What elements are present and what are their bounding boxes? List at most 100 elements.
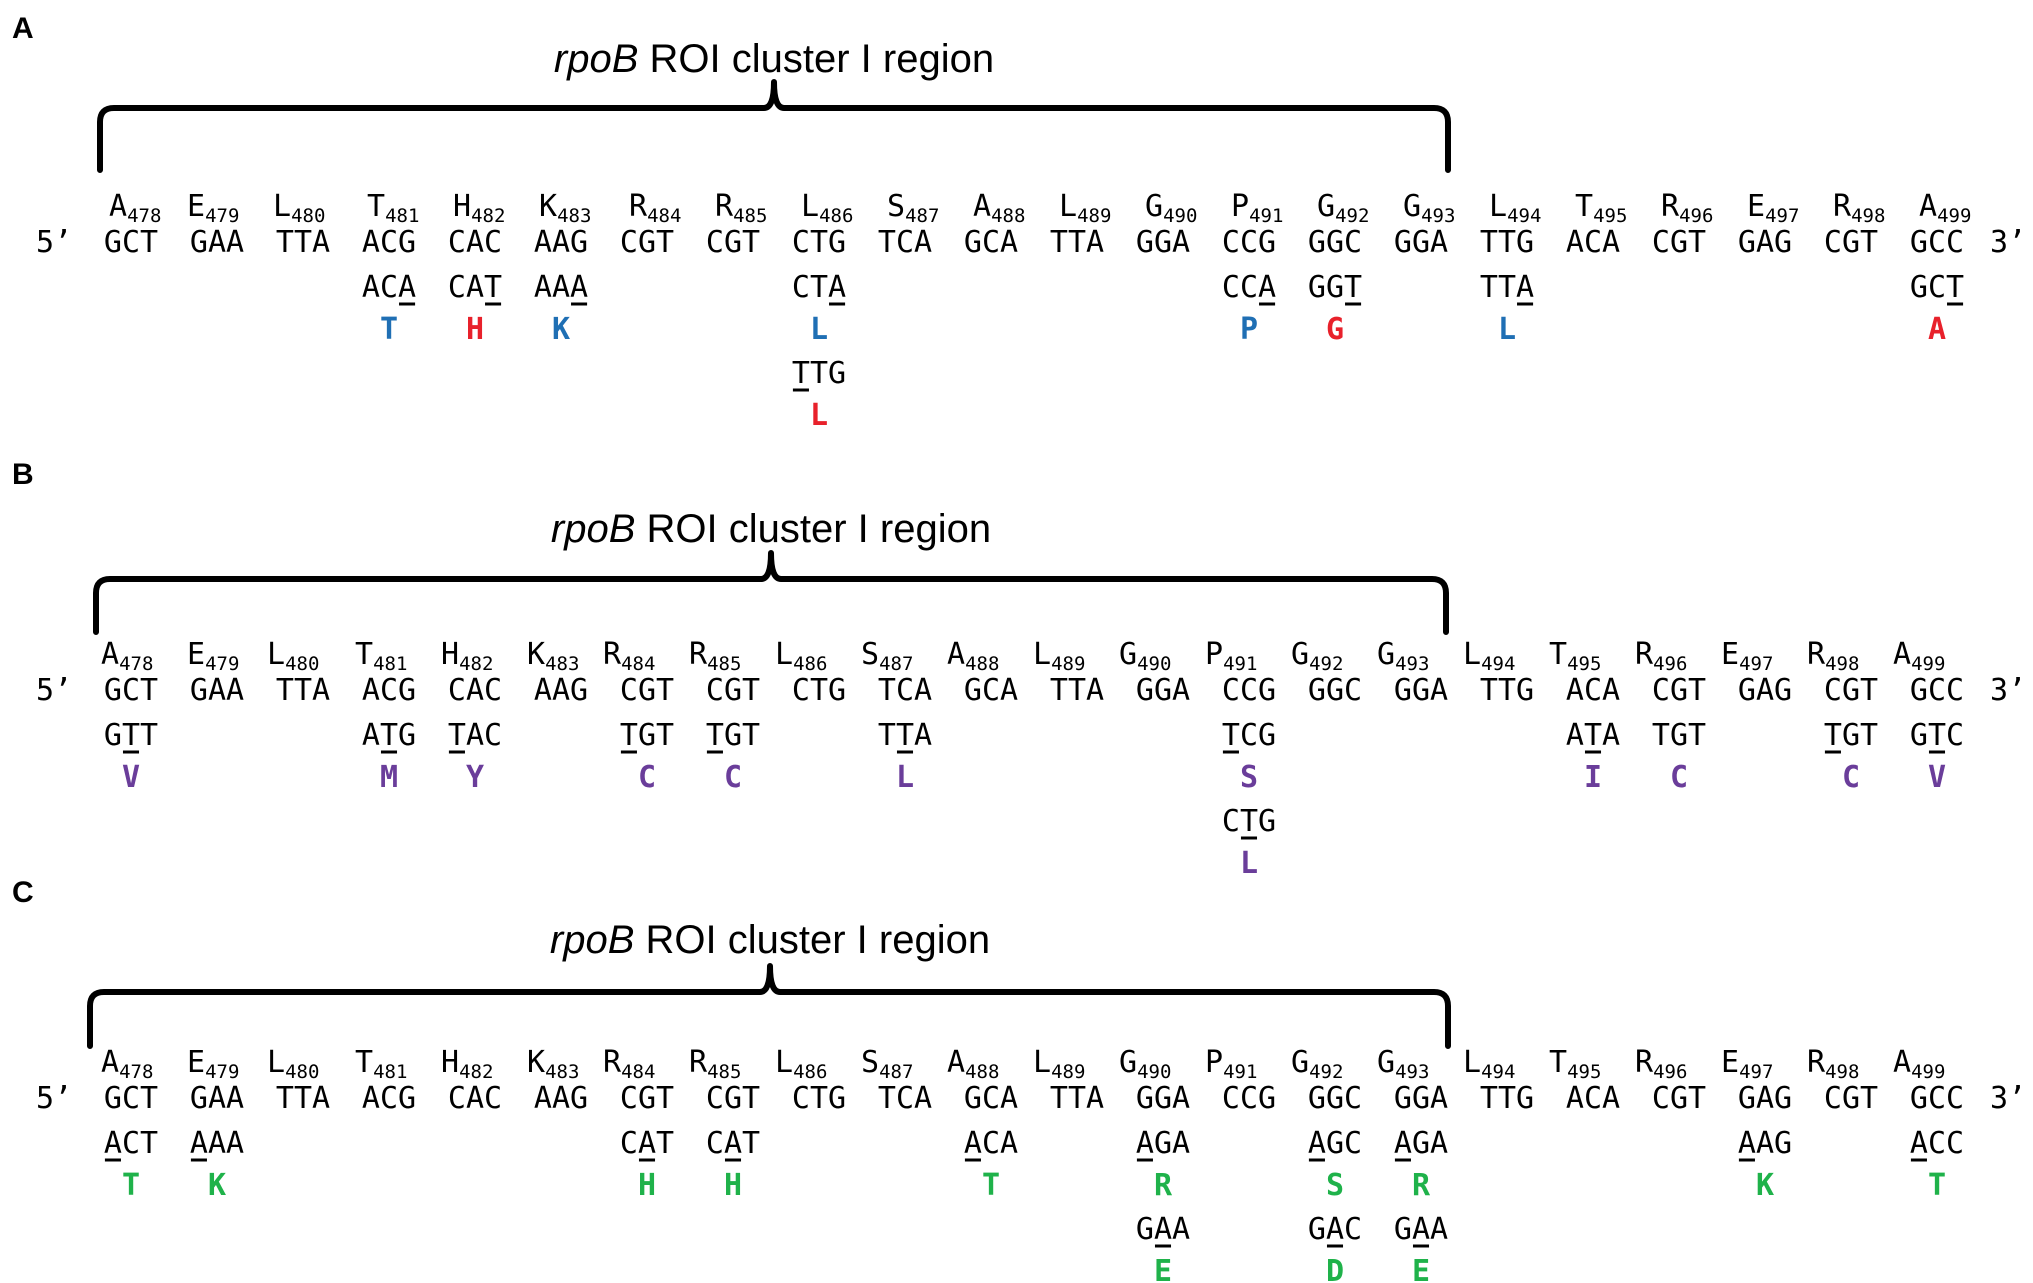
amino-acid-label: E497	[1747, 189, 1799, 227]
amino-acid-label: R496	[1635, 1045, 1687, 1083]
amino-acid-label: K483	[527, 1045, 579, 1083]
amino-acid-label: T481	[355, 1045, 407, 1083]
wildtype-codon: GGC	[1308, 673, 1362, 708]
amino-acid-label: R484	[603, 1045, 655, 1083]
mutant-codon: CTA	[792, 270, 846, 305]
mutant-amino-acid: H	[466, 312, 484, 347]
amino-acid-label: E479	[187, 1045, 239, 1083]
mutant-codon: AAG	[1738, 1126, 1792, 1161]
wildtype-codon: GAA	[190, 673, 244, 708]
amino-acid-label: P491	[1205, 637, 1257, 675]
amino-acid-label: R498	[1833, 189, 1885, 227]
wildtype-codon: GCC	[1910, 1081, 1964, 1116]
wildtype-codon: CGT	[1652, 673, 1706, 708]
amino-acid-label: L480	[267, 1045, 319, 1083]
wildtype-codon: GAG	[1738, 1081, 1792, 1116]
wildtype-codon: GGA	[1394, 673, 1448, 708]
amino-acid-label: G492	[1291, 1045, 1343, 1083]
gene-name: rpoB	[551, 507, 636, 551]
wildtype-codon: GGA	[1394, 1081, 1448, 1116]
mutant-amino-acid: R	[1154, 1168, 1173, 1203]
mutant-amino-acid: C	[638, 760, 656, 795]
amino-acid-label: L489	[1059, 189, 1111, 227]
mutant-codon: GAC	[1308, 1212, 1362, 1247]
amino-acid-label: G493	[1377, 637, 1429, 675]
amino-acid-label: L480	[273, 189, 325, 227]
wildtype-codon: GGA	[1394, 225, 1448, 260]
amino-acid-label: R498	[1807, 637, 1859, 675]
amino-acid-label: L494	[1489, 189, 1541, 227]
mutant-amino-acid: E	[1154, 1254, 1172, 1283]
wildtype-codon: GGA	[1136, 673, 1190, 708]
wildtype-codon: ACG	[362, 1081, 416, 1116]
amino-acid-label: A478	[109, 189, 161, 227]
amino-acid-label: R485	[689, 1045, 741, 1083]
wildtype-codon: GCC	[1910, 225, 1964, 260]
amino-acid-label: P491	[1231, 189, 1283, 227]
wildtype-codon: CGT	[620, 673, 674, 708]
wildtype-codon: CAC	[448, 1081, 502, 1116]
amino-acid-label: E497	[1721, 637, 1773, 675]
mutant-amino-acid: K	[208, 1168, 226, 1203]
wildtype-codon: TCA	[878, 225, 932, 260]
wildtype-codon: AAG	[534, 673, 588, 708]
wildtype-codon: CGT	[706, 1081, 760, 1116]
region-name: ROI cluster I region	[634, 918, 990, 962]
mutant-amino-acid: S	[1240, 760, 1258, 795]
mutant-amino-acid: L	[1498, 312, 1516, 347]
wildtype-codon: GCA	[964, 1081, 1018, 1116]
mutant-codon: TTA	[1480, 270, 1534, 305]
mutant-codon: AAA	[534, 270, 588, 305]
mutant-amino-acid: K	[552, 312, 570, 347]
amino-acid-label: T481	[355, 637, 407, 675]
amino-acid-label: R485	[689, 637, 741, 675]
amino-acid-label: G490	[1145, 189, 1197, 227]
wildtype-codon: TTG	[1480, 225, 1534, 260]
mutant-amino-acid: L	[896, 760, 914, 795]
amino-acid-label: K483	[539, 189, 591, 227]
five-prime-label: 5’	[36, 225, 72, 260]
amino-acid-label: L494	[1463, 1045, 1515, 1083]
wildtype-codon: GGC	[1308, 225, 1362, 260]
wildtype-codon: CGT	[706, 673, 760, 708]
mutant-amino-acid: L	[1240, 846, 1258, 881]
amino-acid-label: G493	[1377, 1045, 1429, 1083]
mutant-codon: CAT	[706, 1126, 760, 1161]
mutant-amino-acid: T	[1928, 1168, 1946, 1203]
amino-acid-label: A488	[947, 1045, 999, 1083]
five-prime-label: 5’	[36, 673, 72, 708]
wildtype-codon: ACA	[1566, 1081, 1620, 1116]
wildtype-codon: TTA	[276, 225, 330, 260]
three-prime-label: 3’	[1990, 225, 2026, 260]
gene-name: rpoB	[550, 918, 635, 962]
amino-acid-label: R496	[1661, 189, 1713, 227]
gene-name: rpoB	[554, 37, 639, 81]
mutant-codon: GCT	[1910, 270, 1964, 305]
amino-acid-label: T495	[1575, 189, 1627, 227]
mutant-codon: TGT	[1652, 718, 1706, 753]
amino-acid-label: A478	[101, 1045, 153, 1083]
mutant-amino-acid: E	[1412, 1254, 1430, 1283]
mutant-codon: ACA	[964, 1126, 1018, 1161]
amino-acid-label: L486	[801, 189, 853, 227]
mutant-codon: TTG	[792, 356, 846, 391]
wildtype-codon: GGC	[1308, 1081, 1362, 1116]
mutant-amino-acid: S	[1326, 1168, 1344, 1203]
amino-acid-label: R485	[715, 189, 767, 227]
mutant-amino-acid: P	[1240, 312, 1258, 347]
mutant-codon: TTA	[878, 718, 932, 753]
amino-acid-label: E479	[187, 637, 239, 675]
wildtype-codon: ACA	[1566, 225, 1620, 260]
mutant-amino-acid: G	[1326, 312, 1344, 347]
amino-acid-label: H482	[441, 637, 493, 675]
amino-acid-label: R484	[629, 189, 681, 227]
five-prime-label: 5’	[36, 1081, 72, 1116]
mutant-codon: TGT	[706, 718, 760, 753]
mutant-amino-acid: I	[1584, 760, 1602, 795]
mutant-amino-acid: A	[1928, 312, 1946, 347]
wildtype-codon: CCG	[1222, 673, 1276, 708]
region-name: ROI cluster I region	[635, 507, 991, 551]
wildtype-codon: TTA	[276, 1081, 330, 1116]
amino-acid-label: T495	[1549, 1045, 1601, 1083]
